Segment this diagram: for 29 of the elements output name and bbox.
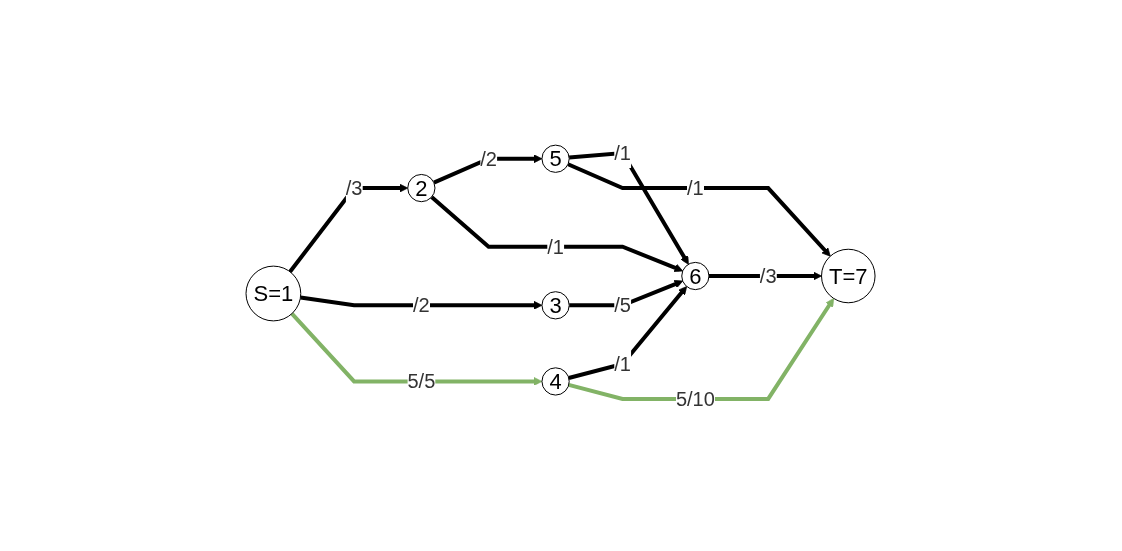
arrow bbox=[568, 285, 688, 380]
arrow bbox=[568, 297, 835, 401]
edge-label: /3 bbox=[760, 264, 777, 287]
edge-label: /2 bbox=[413, 293, 431, 316]
edge-label: /3 bbox=[346, 176, 363, 199]
edge-label: /1 bbox=[614, 352, 632, 375]
arrow bbox=[709, 271, 823, 280]
arrow bbox=[433, 153, 543, 184]
arrow bbox=[290, 311, 543, 386]
arrow bbox=[569, 279, 684, 307]
node-circle: 6 bbox=[681, 261, 710, 290]
edge-label: 5/10 bbox=[676, 387, 716, 410]
node-circle: 2 bbox=[407, 173, 436, 202]
edge-label: /2 bbox=[480, 147, 498, 170]
edge-label: /1 bbox=[614, 141, 632, 164]
node-circle: 5 bbox=[541, 144, 571, 173]
node-circle: T=7 bbox=[821, 248, 876, 303]
node-circle: 4 bbox=[541, 366, 571, 396]
edge-label: /1 bbox=[547, 235, 565, 258]
edge-label: /5 bbox=[614, 293, 632, 316]
arrow bbox=[567, 161, 832, 257]
arrow bbox=[300, 295, 543, 310]
node-circle: 3 bbox=[541, 290, 571, 319]
node-circle: S=1 bbox=[245, 265, 302, 321]
edge-label: 5/5 bbox=[407, 369, 436, 392]
edge-label: /1 bbox=[687, 176, 705, 199]
arrow bbox=[288, 183, 409, 273]
arrow bbox=[430, 195, 684, 272]
arrow bbox=[569, 150, 690, 265]
